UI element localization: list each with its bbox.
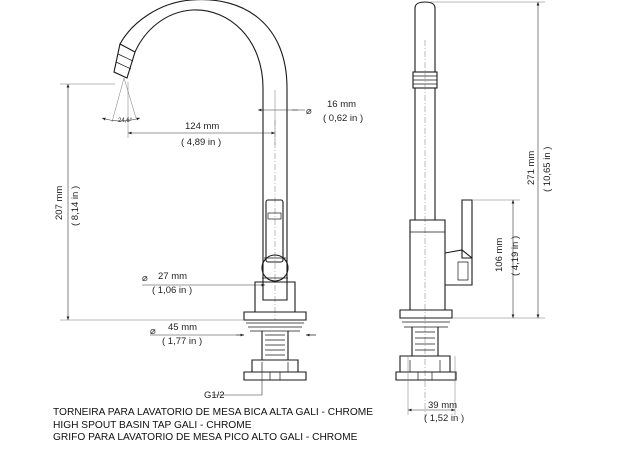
product-caption: TORNEIRA PARA LAVATORIO DE MESA BICA ALT… <box>53 407 373 445</box>
handle-height-inch: ( 4,19 in ) <box>510 236 521 276</box>
aerator-tip <box>113 43 136 79</box>
base-diameter-value: 45 mm <box>168 322 197 333</box>
thread-label: G1/2 <box>204 390 225 401</box>
spout-diameter-inch: ( 0,62 in ) <box>323 113 363 124</box>
handle-cartridge <box>261 254 289 282</box>
base-flange <box>243 311 307 321</box>
spout-diameter-value: 16 mm <box>327 99 356 110</box>
caption-spanish: GRIFO PARA LAVATORIO DE MESA PICO ALTO G… <box>53 432 358 443</box>
handle-diameter-inch: ( 1,06 in ) <box>152 285 192 296</box>
height-left-inch: ( 8,14 in ) <box>70 186 81 226</box>
side-width-value: 39 mm <box>428 400 457 411</box>
spray-angle-label: 24,6° <box>118 118 133 124</box>
total-height-value: 271 mm <box>526 151 537 185</box>
caption-english: HIGH SPOUT BASIN TAP GALI - CHROME <box>53 419 252 431</box>
handle-diameter-value: 27 mm <box>158 271 187 282</box>
side-lever <box>461 199 473 259</box>
reach-value: 124 mm <box>185 121 219 132</box>
svg-text:⌀: ⌀ <box>306 106 312 117</box>
fixing-nut <box>251 359 299 373</box>
side-view: 271 mm ( 10,65 in ) 106 mm ( 4,19 in ) 3… <box>395 1 553 424</box>
spout-inner <box>119 0 288 228</box>
caption-portuguese: TORNEIRA PARA LAVATORIO DE MESA BICA ALT… <box>53 407 374 418</box>
reach-inch: ( 4,89 in ) <box>181 137 221 148</box>
handle-lever <box>265 199 284 263</box>
side-spout <box>414 1 436 72</box>
handle-height-value: 106 mm <box>494 238 505 272</box>
front-view: 24,6° ⌀ 16 mm ( 0,62 in ) 124 mm ( 4,89 … <box>54 0 363 401</box>
spout-outer <box>134 9 264 228</box>
side-width-inch: ( 1,52 in ) <box>424 413 464 424</box>
svg-text:⌀: ⌀ <box>142 273 148 284</box>
svg-text:⌀: ⌀ <box>150 326 156 337</box>
side-body <box>409 219 446 311</box>
height-left-value: 207 mm <box>54 186 65 220</box>
total-height-inch: ( 10,65 in ) <box>542 147 553 192</box>
base-diameter-inch: ( 1,77 in ) <box>162 336 202 347</box>
